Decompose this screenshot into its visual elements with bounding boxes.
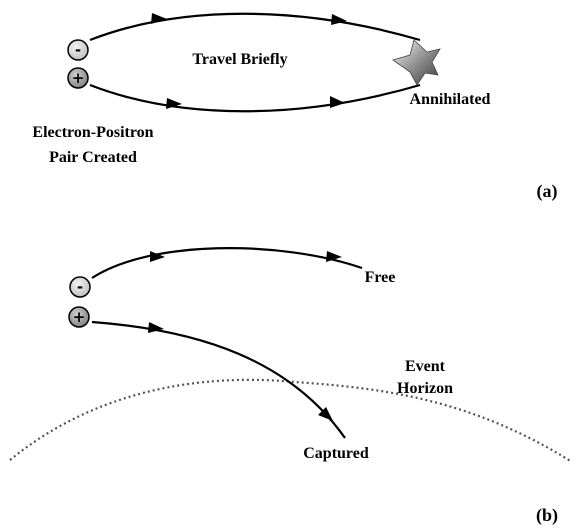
- arrowhead-icon: [150, 251, 165, 262]
- electron-track-a: [89, 12, 421, 42]
- electron-sign-b: -: [77, 278, 83, 296]
- travel-label: Travel Briefly: [192, 51, 287, 68]
- arrowhead-icon: [331, 14, 347, 25]
- positron-sign-a: +: [72, 69, 85, 87]
- positron-track-a: [89, 83, 421, 113]
- positron-sign-b: +: [73, 308, 86, 326]
- horizon-label-line1: Event: [405, 358, 446, 375]
- arrowhead-icon: [326, 251, 342, 262]
- horizon-label-line2: Horizon: [397, 380, 453, 397]
- arrowhead-icon: [318, 407, 333, 421]
- pair-label-line1: Electron-Positron: [32, 124, 153, 141]
- annihilated-label: Annihilated: [410, 91, 491, 108]
- arrowhead-icon: [330, 96, 345, 108]
- panel-label-a: (a): [537, 181, 558, 202]
- arrowhead-icon: [148, 322, 164, 333]
- free-label: Free: [365, 269, 396, 286]
- electron-particle-a: [67, 39, 89, 61]
- panel-label-b: (b): [536, 505, 558, 526]
- panel-a: - + Travel Briefly Annihilated Electron-…: [32, 12, 558, 202]
- electron-particle-b: [69, 276, 91, 298]
- positron-track-b: [91, 320, 346, 439]
- panel-b: - + Free Event Horizon Captured (b): [9, 247, 573, 526]
- pair-label-line2: Pair Created: [49, 149, 137, 166]
- arrowhead-icon: [166, 98, 182, 109]
- event-horizon-arc: [9, 378, 573, 463]
- positron-particle-a: [67, 67, 89, 89]
- positron-particle-b: [68, 306, 90, 328]
- electron-sign-a: -: [75, 41, 81, 59]
- captured-label: Captured: [303, 445, 369, 462]
- annihilation-flash-icon: [392, 39, 441, 86]
- arrowhead-icon: [151, 13, 167, 24]
- electron-track-b: [91, 247, 363, 279]
